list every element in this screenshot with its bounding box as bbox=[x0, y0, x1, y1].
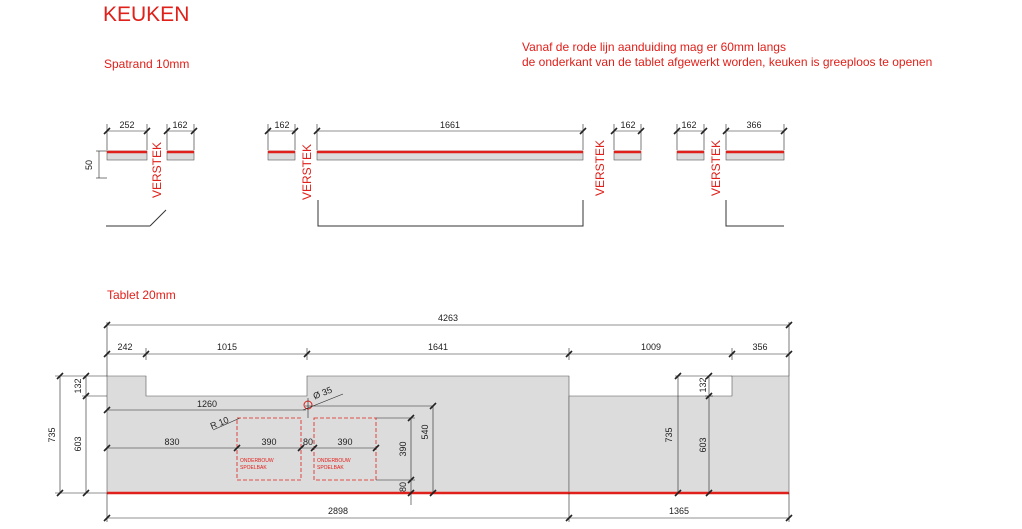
dim-label: 356 bbox=[752, 342, 767, 352]
spatrand-label: Spatrand 10mm bbox=[104, 57, 189, 71]
sink-1: ONDERBOUW SPOELBAK bbox=[236, 417, 302, 481]
dim-label: 252 bbox=[119, 120, 134, 130]
dim-label: 1641 bbox=[428, 342, 448, 352]
corner-verstek-2: VERSTEK VERSTEK bbox=[300, 140, 607, 227]
verstek-label: VERSTEK bbox=[593, 140, 607, 196]
dim-label: 366 bbox=[746, 120, 761, 130]
tablet-left-dims: 735 132 603 bbox=[47, 372, 107, 497]
splash-piece-162-b: 162 bbox=[264, 120, 299, 161]
dim-label: 1260 bbox=[197, 399, 217, 409]
splash-piece-1661: 1661 bbox=[313, 120, 587, 161]
sink-horizontal-dims: 830 390 80 390 bbox=[103, 437, 380, 452]
tablet-bottom-dims: 2898 1365 bbox=[103, 493, 793, 522]
dim-label: 50 bbox=[84, 160, 94, 170]
dim-label: 1009 bbox=[641, 342, 661, 352]
dim-label: 2898 bbox=[328, 506, 348, 516]
dim-label: 4263 bbox=[438, 313, 458, 323]
dim-label: 390 bbox=[337, 437, 352, 447]
tablet-right-dims: 735 132 603 bbox=[664, 372, 732, 497]
dim-label: 390 bbox=[398, 441, 408, 456]
dim-label: 162 bbox=[620, 120, 635, 130]
tablet-top-dims: 4263 242 1015 1641 1009 356 bbox=[103, 313, 793, 376]
note-line-2: de onderkant van de tablet afgewerkt wor… bbox=[522, 55, 932, 69]
dim-label: 242 bbox=[117, 342, 132, 352]
dim-label: 1661 bbox=[440, 120, 460, 130]
dim-label: 162 bbox=[274, 120, 289, 130]
note-line-1: Vanaf de rode lijn aanduiding mag er 60m… bbox=[522, 40, 786, 54]
dim-label: 735 bbox=[47, 427, 57, 442]
dim-label: 735 bbox=[664, 427, 674, 442]
tablet-label: Tablet 20mm bbox=[107, 288, 176, 302]
dim-label: 390 bbox=[261, 437, 276, 447]
sink-label: SPOELBAK bbox=[240, 465, 267, 471]
countertop-right bbox=[568, 375, 790, 494]
verstek-label: VERSTEK bbox=[150, 142, 164, 198]
tap-hole: 1260 Ø 35 bbox=[103, 385, 432, 418]
dim-label: 80 bbox=[398, 482, 408, 492]
dim-label: 603 bbox=[73, 436, 83, 451]
splash-piece-162-d: 162 bbox=[673, 120, 708, 161]
splash-piece-162-c: 162 bbox=[610, 120, 645, 161]
dim-label: 540 bbox=[420, 424, 430, 439]
dim-label: 80 bbox=[303, 437, 313, 447]
sink-label: SPOELBAK bbox=[317, 465, 344, 471]
corner-verstek-3: VERSTEK bbox=[709, 140, 784, 227]
dim-label: 162 bbox=[172, 120, 187, 130]
verstek-label: VERSTEK bbox=[300, 144, 314, 200]
dim-label: 1365 bbox=[669, 506, 689, 516]
dim-label: 830 bbox=[164, 437, 179, 447]
dim-label: 603 bbox=[698, 437, 708, 452]
splash-height-dim: 50 bbox=[84, 150, 107, 179]
splash-piece-162-a: 162 bbox=[163, 120, 198, 161]
dim-label: 132 bbox=[698, 377, 708, 392]
sink-label: ONDERBOUW bbox=[317, 458, 351, 464]
splash-piece-252: 252 bbox=[103, 120, 151, 161]
verstek-label: VERSTEK bbox=[709, 140, 723, 196]
splash-piece-366: 366 bbox=[722, 120, 788, 161]
corner-verstek-1: VERSTEK bbox=[106, 142, 167, 227]
dim-label: 132 bbox=[73, 378, 83, 393]
countertop-left bbox=[106, 375, 570, 494]
dim-label: 1015 bbox=[217, 342, 237, 352]
sink-vertical-dims: 390 540 80 bbox=[376, 402, 437, 505]
sink-label: ONDERBOUW bbox=[240, 458, 274, 464]
dim-label: 162 bbox=[681, 120, 696, 130]
page-title: KEUKEN bbox=[103, 3, 189, 26]
